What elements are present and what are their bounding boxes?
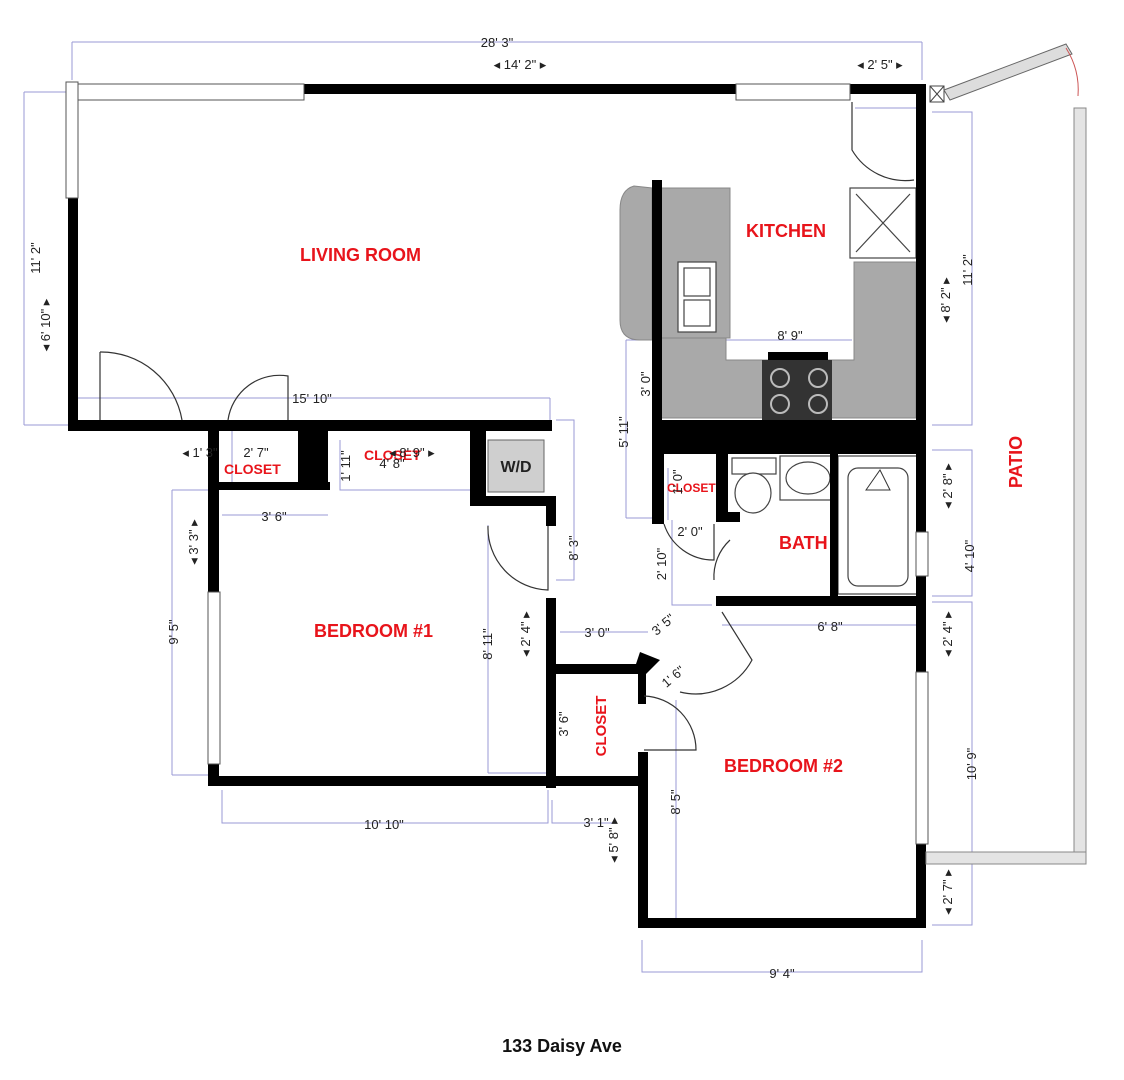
dim-bed1-closet-b: 4' 8" xyxy=(379,456,405,471)
property-address: 133 Daisy Ave xyxy=(502,1036,622,1056)
dim-bath-closet-c: 2' 10" xyxy=(654,547,669,580)
dim-bed2-closet-width: 3' 1" xyxy=(583,815,609,830)
dimension-lines xyxy=(23,41,973,973)
dim-entry-door: ◂ 2' 5" ▸ xyxy=(857,57,903,72)
dim-bed2-right-b: 10' 9" xyxy=(964,747,979,780)
room-kitchen: KITCHEN xyxy=(746,221,826,241)
dim-bath-right-a: ◂ 2' 8" ▸ xyxy=(940,463,955,509)
toilet xyxy=(734,472,772,514)
dim-hall-closet-gap: ◂ 1' 3" xyxy=(182,445,218,460)
bath-fixtures xyxy=(731,455,919,595)
dim-bath-closet-a: 1' 0" xyxy=(670,469,685,495)
patio-railing xyxy=(925,43,1087,865)
kitchen-fixtures xyxy=(619,185,917,420)
dim-bath-closet-b: 2' 0" xyxy=(677,524,703,539)
dim-bed1-closet-a: ◂ 8' 9" ▸ xyxy=(389,445,435,460)
dim-diag-a: 3' 5" xyxy=(649,610,678,638)
dim-living-width: 15' 10" xyxy=(292,391,332,406)
walls xyxy=(68,84,926,928)
dim-bed1-door: ◂ 2' 4" ▸ xyxy=(518,611,533,657)
room-bedroom-2: BEDROOM #2 xyxy=(724,756,843,776)
dim-kitchen-depth: ◂ 8' 2" ▸ xyxy=(938,277,953,323)
dim-bed1-left: 9' 5" xyxy=(166,619,181,645)
dim-overall-width: 28' 3" xyxy=(481,35,514,50)
dim-diag-b: 1' 6" xyxy=(659,662,688,690)
dim-bed1-height: 8' 11" xyxy=(480,628,495,660)
washer-dryer xyxy=(487,439,545,493)
dim-bed1-closet-d: 3' 6" xyxy=(261,509,287,524)
doors xyxy=(99,102,915,751)
windows xyxy=(65,81,945,845)
room-bedroom-2-closet: CLOSET xyxy=(593,696,610,757)
dim-hall-closet: 2' 7" xyxy=(243,445,269,460)
dim-bed2-height: 8' 5" xyxy=(668,789,683,815)
dim-bed1-width: 10' 10" xyxy=(364,817,404,832)
dim-kitchen-width: 8' 9" xyxy=(777,328,803,343)
room-living-room: LIVING ROOM xyxy=(300,245,421,265)
dim-left-window: ◂ 6' 10" ▸ xyxy=(38,298,53,351)
washer-dryer-label: W/D xyxy=(500,459,531,476)
dim-bath-right-b: 4' 10" xyxy=(962,539,977,572)
dim-bed1-closet-c: 1' 11" xyxy=(338,450,353,482)
dim-hall-width: 3' 0" xyxy=(584,625,610,640)
room-patio: PATIO xyxy=(1006,436,1026,488)
room-bath-closet: CLOSET xyxy=(667,481,716,495)
dim-right-overall: 11' 2" xyxy=(960,254,975,286)
dim-bed2-right-a: ◂ 2' 4" ▸ xyxy=(940,611,955,657)
room-bedroom-1: BEDROOM #1 xyxy=(314,621,433,641)
dim-bed2-width: 9' 4" xyxy=(769,966,795,981)
room-bedroom-1-closet: CLOSET xyxy=(364,447,421,463)
dim-bed2-right-c: ◂ 2' 7" ▸ xyxy=(940,869,955,915)
room-hall-closet: CLOSET xyxy=(224,461,281,477)
dim-kitchen-counter: 3' 0" xyxy=(638,371,653,397)
dim-front-wall: ◂ 14' 2" ▸ xyxy=(494,57,547,72)
toilet-tank xyxy=(731,457,777,475)
dim-bed1-window-offset: ◂ 3' 3" ▸ xyxy=(186,519,201,565)
dim-bed2-closet-offset: ◂ 5' 8" ▸ xyxy=(606,817,621,863)
dimension-labels: 28' 3" ◂ 14' 2" ▸ ◂ 2' 5" ▸ 11' 2" ◂ 6' … xyxy=(28,35,979,981)
dim-left-overall: 11' 2" xyxy=(28,242,43,274)
dim-bed1-right: 8' 3" xyxy=(566,535,581,561)
dim-kitchen-left: 5' 11" xyxy=(616,416,631,448)
dim-bed2-top: 6' 8" xyxy=(817,619,843,634)
room-bath: BATH xyxy=(779,533,828,553)
dim-bed2-closet-depth: 3' 6" xyxy=(556,711,571,737)
